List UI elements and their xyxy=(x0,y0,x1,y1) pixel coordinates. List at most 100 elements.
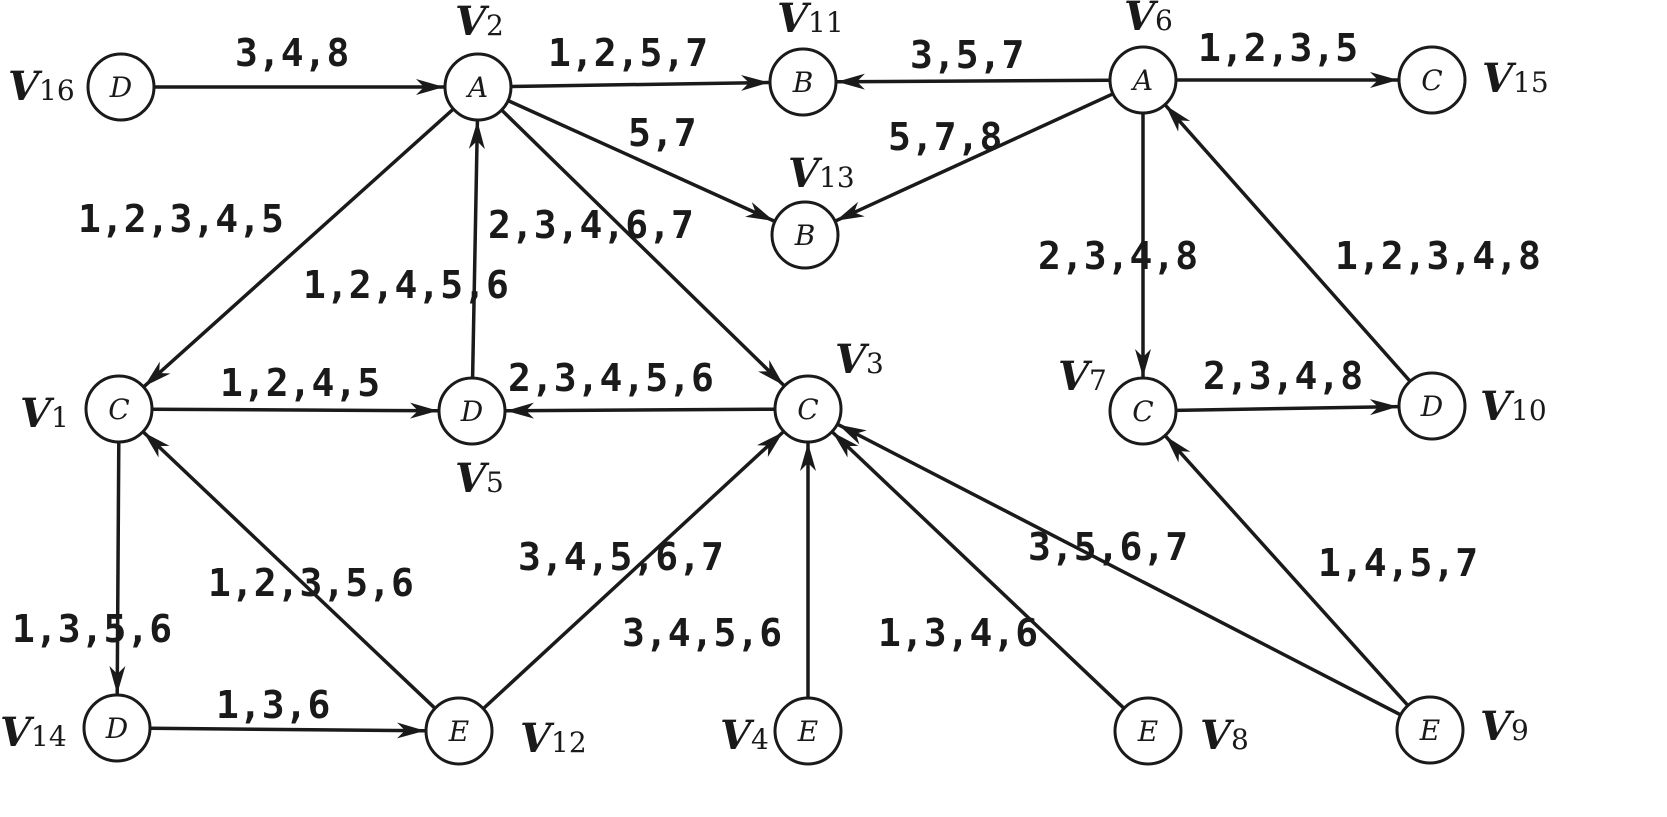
node-name-label: V15 xyxy=(1482,55,1549,102)
edge-label-v10-v6: 1,2,3,4,8 xyxy=(1335,234,1541,278)
node-circle xyxy=(1395,695,1465,765)
node-v7: CV7 xyxy=(1058,353,1178,446)
node-name-letter: V xyxy=(8,63,43,110)
node-v8: E V8 xyxy=(1113,696,1249,766)
node-v4: E V4 xyxy=(720,696,843,766)
node-v15: C V15 xyxy=(1397,45,1549,115)
edge-label-v14-v12: 1,3,6 xyxy=(216,683,330,727)
node-type-letter: D xyxy=(105,712,128,745)
edge-label-v16-v2: 3,4,8 xyxy=(235,31,349,75)
node-name-label: V1 xyxy=(20,390,69,437)
edge-v12-v3 xyxy=(482,430,785,710)
node-name-letter: V xyxy=(777,0,812,42)
node-name-letter: V xyxy=(0,709,35,756)
node-name-letter: V xyxy=(1480,383,1515,430)
node-name-label: V11 xyxy=(777,0,844,42)
node-type-letter: D xyxy=(109,71,132,104)
node-name-label: V3 xyxy=(835,336,884,383)
edge-v6-v11 xyxy=(836,73,1111,90)
node-v1: C V1 xyxy=(20,374,154,444)
edge-v2-v13 xyxy=(507,99,775,223)
edge-label-v5-v2: 1,2,4,5,6 xyxy=(303,263,509,307)
edges xyxy=(109,72,1412,739)
edge-label-v6-v7: 2,3,4,8 xyxy=(1038,234,1198,278)
node-name-number: 16 xyxy=(39,74,75,107)
node-name-letter: V xyxy=(1200,712,1235,759)
edge-label-v6-v11: 3,5,7 xyxy=(910,33,1024,77)
node-v14: D V14 xyxy=(0,693,152,763)
node-v6: A V6 xyxy=(1108,0,1178,115)
node-name-label: V5 xyxy=(455,455,504,502)
node-circle xyxy=(773,696,843,766)
node-name-number: 7 xyxy=(1089,364,1107,397)
edge-v1-v14 xyxy=(109,441,126,695)
node-name-label: V2 xyxy=(455,0,504,45)
node-v3: CV3 xyxy=(773,336,884,444)
node-type-letter: B xyxy=(794,219,816,252)
node-name-letter: V xyxy=(455,0,490,45)
node-circle xyxy=(443,52,513,122)
node-name-number: 13 xyxy=(819,161,855,194)
node-name-number: 8 xyxy=(1231,723,1249,756)
node-circle xyxy=(1397,371,1467,441)
edge-v3-v5 xyxy=(505,402,776,419)
edge-v9-v7 xyxy=(1164,435,1410,707)
node-type-letter: D xyxy=(460,395,483,428)
edge-v2-v1 xyxy=(143,107,455,388)
node-type-letter: A xyxy=(1130,64,1153,97)
node-name-letter: V xyxy=(1058,353,1093,400)
node-name-label: V6 xyxy=(1124,0,1173,40)
edge-v2-v3 xyxy=(500,108,785,387)
edge-v8-v3 xyxy=(831,431,1126,710)
node-name-label: V7 xyxy=(1058,353,1107,400)
node-circle xyxy=(1113,696,1183,766)
node-name-number: 2 xyxy=(486,9,504,42)
node-type-letter: E xyxy=(1419,714,1440,747)
node-name-number: 3 xyxy=(866,347,884,380)
node-name-label: V13 xyxy=(788,150,855,197)
edge-label-v9-v3: 3,5,6,7 xyxy=(1028,525,1188,569)
node-name-letter: V xyxy=(835,336,870,383)
edge-v6-v13 xyxy=(835,92,1114,223)
node-circle xyxy=(1397,45,1467,115)
node-type-letter: E xyxy=(797,715,818,748)
node-name-letter: V xyxy=(788,150,823,197)
node-name-label: V4 xyxy=(720,712,769,759)
node-type-letter: C xyxy=(108,393,129,426)
edge-label-v6-v13: 5,7,8 xyxy=(888,115,1002,159)
edge-label-v1-v5: 1,2,4,5 xyxy=(220,361,380,405)
node-circle xyxy=(86,52,156,122)
node-circle xyxy=(424,696,494,766)
edge-v10-v6 xyxy=(1164,104,1412,383)
node-circle xyxy=(437,376,507,446)
node-name-letter: V xyxy=(20,390,55,437)
node-type-letter: D xyxy=(1420,390,1443,423)
node-name-label: V14 xyxy=(0,709,67,756)
node-type-letter: C xyxy=(1421,64,1442,97)
node-circle xyxy=(82,693,152,763)
node-name-letter: V xyxy=(1482,55,1517,102)
node-name-letter: V xyxy=(1124,0,1159,40)
node-name-number: 14 xyxy=(31,720,67,753)
node-v5: D V5 xyxy=(437,376,507,502)
node-name-letter: V xyxy=(520,715,555,762)
node-name-label: V12 xyxy=(520,715,587,762)
node-type-letter: E xyxy=(1137,715,1158,748)
node-name-letter: V xyxy=(720,712,755,759)
node-name-number: 15 xyxy=(1513,66,1549,99)
edge-label-v7-v10: 2,3,4,8 xyxy=(1203,354,1363,398)
node-name-number: 1 xyxy=(51,401,69,434)
node-name-label: V8 xyxy=(1200,712,1249,759)
edge-label-v8-v3: 1,3,4,6 xyxy=(878,611,1038,655)
node-name-number: 9 xyxy=(1511,714,1529,747)
edge-label-v12-v3: 3,4,5,6,7 xyxy=(518,535,724,579)
node-circle xyxy=(84,374,154,444)
